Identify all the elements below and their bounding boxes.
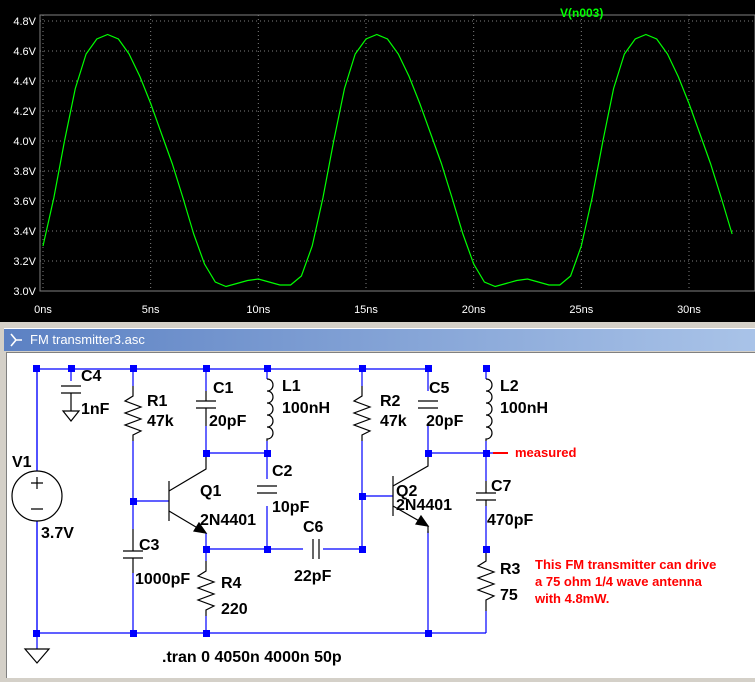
x-tick-label: 20ns (462, 304, 486, 316)
y-tick-label: 4.8V (13, 16, 36, 28)
x-tick-label: 5ns (142, 304, 160, 316)
capacitor-c6[interactable] (312, 539, 320, 559)
inductor-l2[interactable] (485, 378, 493, 441)
capacitor-c3[interactable] (123, 529, 143, 573)
label-c4[interactable]: C4 (81, 368, 102, 385)
trace-v-n003[interactable] (42, 33, 733, 288)
label-c6[interactable]: C6 (303, 519, 324, 536)
label-q2[interactable]: Q2 (396, 483, 417, 500)
inductor-l1[interactable] (266, 378, 274, 441)
x-axis-ticks: 0ns 5ns 10ns 15ns 20ns 25ns 30ns (34, 304, 701, 316)
ground-symbol (23, 648, 51, 664)
label-c2[interactable]: C2 (272, 463, 293, 480)
y-tick-label: 4.2V (13, 106, 36, 118)
value-c4[interactable]: 1nF (81, 401, 110, 418)
transistor-q2[interactable] (392, 453, 430, 533)
y-tick-label: 3.8V (13, 166, 36, 178)
y-tick-label: 3.2V (13, 256, 36, 268)
capacitor-c4[interactable] (61, 385, 81, 422)
value-r3[interactable]: 75 (500, 587, 518, 604)
schematic-app-icon (10, 333, 22, 347)
label-c7[interactable]: C7 (491, 478, 512, 495)
label-r2[interactable]: R2 (380, 393, 401, 410)
resistor-r1[interactable] (123, 386, 143, 441)
schematic-titlebar[interactable]: FM transmitter3.asc (4, 328, 755, 351)
y-tick-label: 3.0V (13, 286, 36, 298)
spice-directive[interactable]: .tran 0 4050n 4000n 50p (162, 649, 342, 666)
resistor-r2[interactable] (352, 386, 372, 441)
capacitor-c2[interactable] (257, 485, 277, 494)
value-c3[interactable]: 1000pF (135, 571, 190, 588)
schematic-canvas[interactable]: C4 1nF R1 47k C1 20pF L1 100nH R2 47k C5… (6, 352, 755, 678)
component-labels: C4 1nF R1 47k C1 20pF L1 100nH R2 47k C5… (12, 368, 548, 666)
value-c1[interactable]: 20pF (209, 413, 247, 430)
note-line-3: with 4.8mW. (534, 591, 609, 606)
y-tick-label: 3.6V (13, 196, 36, 208)
trace-legend-label[interactable]: V(n003) (560, 6, 603, 20)
waveform-plot-pane[interactable]: 4.8V 4.6V 4.4V 4.2V 4.0V 3.8V 3.6V 3.4V 3.2V 3.0V… (0, 0, 755, 322)
plot-frame (39, 14, 755, 292)
net-label-box (508, 442, 590, 462)
value-c2[interactable]: 10pF (272, 499, 310, 516)
label-c5[interactable]: C5 (429, 380, 450, 397)
note-line-1: This FM transmitter can drive (535, 557, 716, 572)
plot-grid (40, 15, 755, 292)
value-r2[interactable]: 47k (380, 413, 407, 430)
x-tick-label: 0ns (34, 304, 52, 316)
label-r3[interactable]: R3 (500, 561, 521, 578)
resistor-r4[interactable] (196, 561, 216, 616)
voltage-source-v1[interactable] (11, 470, 63, 522)
x-tick-label: 10ns (246, 304, 270, 316)
resistor-r3[interactable] (476, 549, 496, 611)
value-c7[interactable]: 470pF (487, 512, 533, 529)
x-tick-label: 15ns (354, 304, 378, 316)
y-tick-label: 4.4V (13, 76, 36, 88)
label-v1[interactable]: V1 (12, 454, 32, 471)
note-box (526, 549, 755, 651)
value-c6[interactable]: 22pF (294, 568, 332, 585)
capacitor-c7[interactable] (476, 481, 496, 506)
label-l2[interactable]: L2 (500, 378, 519, 395)
transistor-q1[interactable] (168, 453, 208, 534)
schematic-window: FM transmitter3.asc (0, 322, 755, 678)
y-tick-label: 4.6V (13, 46, 36, 58)
label-r4[interactable]: R4 (221, 575, 242, 592)
label-r1[interactable]: R1 (147, 393, 168, 410)
value-v1[interactable]: 3.7V (41, 525, 74, 542)
label-c3[interactable]: C3 (139, 537, 160, 554)
label-l1[interactable]: L1 (282, 378, 301, 395)
label-c1[interactable]: C1 (213, 380, 234, 397)
value-c5[interactable]: 20pF (426, 413, 464, 430)
capacitor-c1[interactable] (196, 391, 216, 426)
junctions (33, 365, 490, 637)
schematic-window-title: FM transmitter3.asc (30, 332, 145, 347)
note-text[interactable]: This FM transmitter can drive a 75 ohm 1… (534, 557, 716, 606)
note-line-2: a 75 ohm 1/4 wave antenna (535, 574, 703, 589)
schematic-drawing[interactable]: C4 1nF R1 47k C1 20pF L1 100nH R2 47k C5… (7, 353, 755, 678)
value-r4[interactable]: 220 (221, 601, 248, 618)
value-q1[interactable]: 2N4401 (200, 512, 256, 529)
y-axis-ticks: 4.8V 4.6V 4.4V 4.2V 4.0V 3.8V 3.6V 3.4V 3.2V 3.0V (13, 16, 36, 298)
value-r1[interactable]: 47k (147, 413, 174, 430)
components (11, 378, 496, 664)
y-tick-label: 4.0V (13, 136, 36, 148)
x-tick-label: 30ns (677, 304, 701, 316)
label-q1[interactable]: Q1 (200, 483, 221, 500)
capacitor-c5[interactable] (418, 400, 438, 409)
net-label-measured[interactable]: measured (515, 445, 576, 460)
y-tick-label: 3.4V (13, 226, 36, 238)
waveform-plot[interactable]: 4.8V 4.6V 4.4V 4.2V 4.0V 3.8V 3.6V 3.4V 3.2V 3.0V… (0, 0, 755, 322)
x-tick-label: 25ns (569, 304, 593, 316)
value-q2[interactable]: 2N4401 (396, 497, 452, 514)
value-l1[interactable]: 100nH (282, 400, 330, 417)
value-l2[interactable]: 100nH (500, 400, 548, 417)
